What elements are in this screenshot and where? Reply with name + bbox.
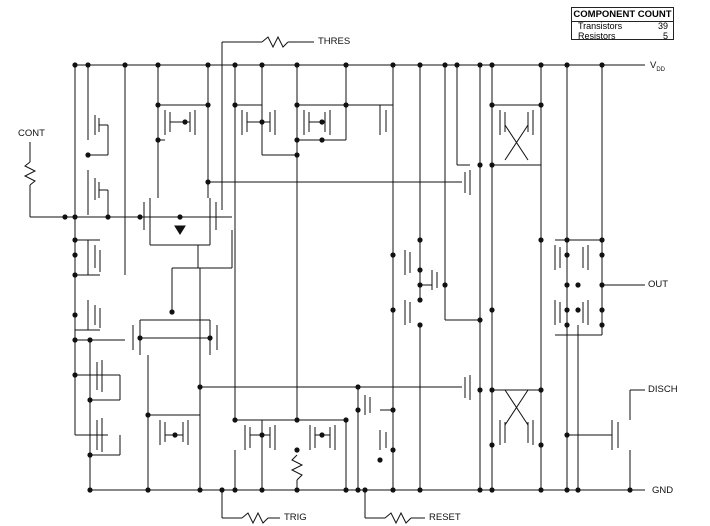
disch-label: DISCH — [648, 384, 678, 395]
reset-resistor — [384, 511, 412, 525]
cont-resistor — [23, 161, 37, 186]
gnd-label: GND — [652, 485, 674, 496]
bottom-mirrors — [234, 419, 347, 490]
output-stage — [554, 239, 645, 490]
out-label: OUT — [648, 279, 669, 290]
thres-resistor — [261, 35, 289, 49]
latch-bottom — [491, 310, 541, 490]
trig-resistor — [241, 511, 269, 525]
component-count-table: COMPONENT COUNT Transistors 39 Resistors… — [571, 7, 674, 40]
row-label: Resistors — [578, 30, 616, 41]
cont-label: CONT — [18, 128, 45, 139]
row-label: Transistors — [578, 21, 623, 31]
trig-label: TRIG — [284, 512, 307, 523]
component-count-title: COMPONENT COUNT — [572, 9, 673, 22]
vdd-taps — [74, 65, 603, 490]
discharge-stage — [567, 389, 645, 490]
thres-label: THRES — [318, 36, 351, 47]
upper-comparator — [143, 105, 233, 312]
top-mirrors — [157, 104, 393, 420]
vdd-label-main: V — [650, 60, 657, 71]
junction-dots — [62, 62, 633, 493]
vdd-label-sub: DD — [656, 66, 666, 73]
component-count-row-transistors: Transistors 39 — [572, 21, 673, 32]
vdd-label: VDD — [650, 60, 665, 73]
reset-label: RESET — [429, 512, 461, 523]
left-stack — [74, 110, 125, 490]
row-value: 39 — [657, 21, 668, 31]
lower-comparator — [132, 319, 218, 490]
ground-resistor — [290, 454, 304, 481]
middle-logic — [404, 160, 481, 490]
latch-top — [492, 104, 541, 166]
component-count-row-resistors: Resistors 5 — [572, 30, 673, 42]
row-value: 5 — [662, 30, 668, 41]
